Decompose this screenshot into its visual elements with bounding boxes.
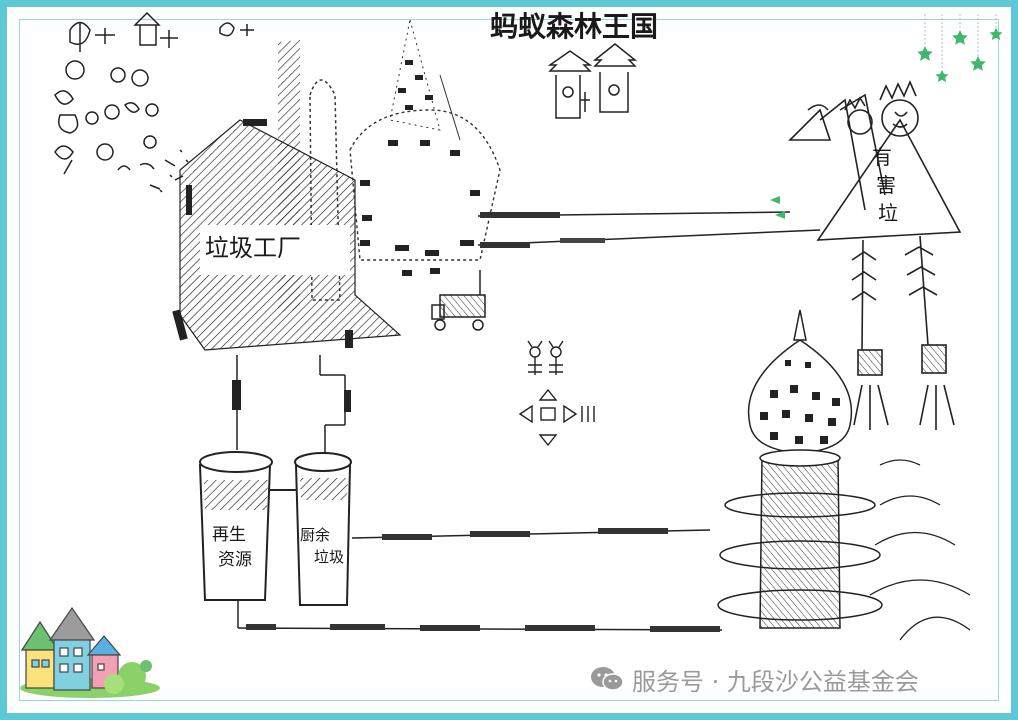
doodle-cluster (54, 11, 254, 193)
ant-figures (527, 340, 564, 375)
green-pipe-tips (770, 196, 785, 219)
factory-label: 垃圾工厂 (205, 234, 301, 262)
factory-to-bin-pipes (236, 355, 346, 455)
factory-label-plate (200, 225, 350, 275)
wechat-icon (591, 667, 624, 691)
hazard-waste-robot (788, 79, 962, 430)
drawing-title: 蚂蚁森林王国 (490, 10, 658, 43)
onion-dome-tower (717, 309, 883, 629)
kitchen-bin-label-1: 厨余 (300, 526, 330, 544)
hanging-stars (917, 14, 1003, 82)
cartoon-houses (20, 606, 160, 698)
dome-building (349, 19, 501, 276)
recycle-bin-label-2: 资源 (218, 550, 252, 570)
frame-inner-rule (19, 19, 999, 701)
garbage-truck (431, 270, 486, 331)
kitchen-bin-label-2: 垃圾 (314, 548, 344, 566)
recycle-bin-label-1: 再生 (212, 525, 246, 545)
arrow-pad (518, 388, 595, 447)
hill-arcs (869, 459, 971, 641)
watermark-text: 服务号 · 九段沙公益基金会 (632, 667, 919, 696)
recycle-bin (198, 451, 273, 601)
forest-houses (547, 43, 638, 119)
watermark: 服务号 · 九段沙公益基金会 (590, 662, 919, 696)
kitchen-waste-bin (270, 452, 352, 606)
hazard-label-1: 有 (872, 145, 892, 169)
hazard-label-3: 垃 (878, 201, 898, 225)
hazard-label-2: 害 (876, 173, 896, 197)
